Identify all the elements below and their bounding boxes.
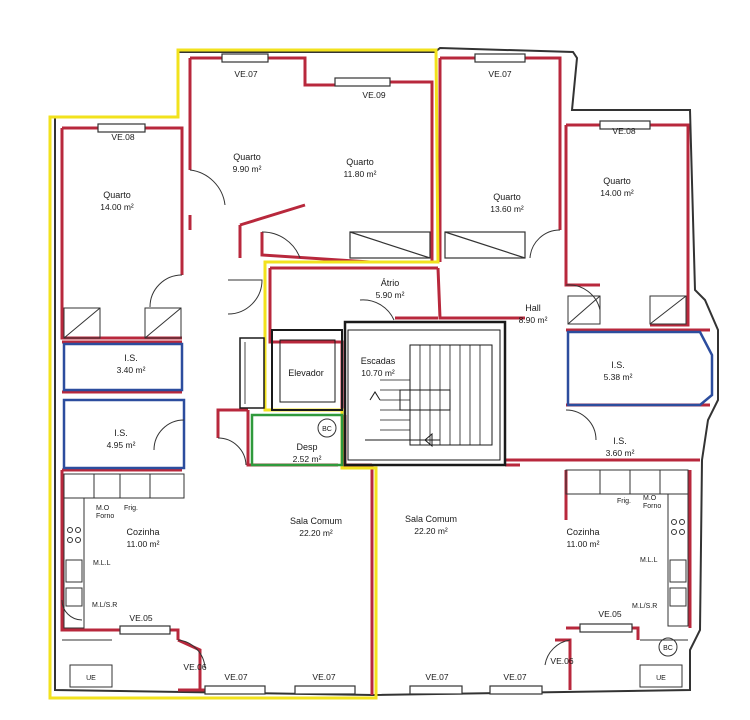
room-is-360-area: 3.60 m² — [606, 448, 635, 458]
room-is-495-area: 4.95 m² — [107, 440, 136, 450]
room-is-340-area: 3.40 m² — [117, 365, 146, 375]
room-quarto-1360-area: 13.60 m² — [490, 204, 524, 214]
fixture-mo-left: M.O — [96, 505, 110, 512]
room-quarto-990-area: 9.90 m² — [233, 164, 262, 174]
room-labels: Quarto 14.00 m² Quarto 9.90 m² Quarto 11… — [100, 152, 634, 549]
room-quarto-right-label: Quarto — [603, 176, 631, 186]
fixture-mll-right: M.L.L — [640, 557, 658, 564]
window-label-ve09: VE.09 — [362, 90, 385, 100]
fixture-bc-right: BC — [663, 645, 673, 652]
room-hall-area: 8.90 m² — [519, 315, 548, 325]
room-desp-label: Desp — [296, 442, 317, 452]
fixture-ue-left: UE — [86, 675, 96, 682]
room-cozinha-right-area: 11.00 m² — [567, 539, 600, 549]
fixture-mll-left: M.L.L — [93, 560, 111, 567]
room-quarto-1180-label: Quarto — [346, 157, 374, 167]
apartment-outline — [48, 48, 440, 700]
window-label-ve05-right: VE.05 — [598, 609, 621, 619]
window-label-ve07-bottom-3: VE.07 — [425, 672, 448, 682]
desp-outline — [250, 413, 344, 467]
room-atrio-label: Átrio — [381, 278, 400, 288]
fixture-forno-right: Forno — [643, 503, 661, 510]
room-quarto-1180-area: 11.80 m² — [344, 169, 377, 179]
window-label-ve08-left: VE.08 — [111, 132, 134, 142]
fixture-forno-left: Forno — [96, 513, 114, 520]
fixture-frig-right: Frig. — [617, 498, 631, 505]
window-label-ve07-bottom-4: VE.07 — [503, 672, 526, 682]
window-label-ve06-left: VE.06 — [183, 662, 206, 672]
room-is-360-label: I.S. — [613, 436, 627, 446]
stair-core — [343, 320, 507, 467]
fixture-mlsr-right: M.L/S.R — [632, 603, 657, 610]
room-cozinha-right-label: Cozinha — [566, 527, 599, 537]
fixture-ue-right: UE — [656, 675, 666, 682]
room-hall-label: Hall — [525, 303, 541, 313]
fixture-bc-desp: BC — [322, 426, 332, 433]
window-label-ve08-right: VE.08 — [612, 126, 635, 136]
window-label-ve07-bottom-1: VE.07 — [224, 672, 247, 682]
room-desp-area: 2.52 m² — [293, 454, 322, 464]
window-label-ve07-bottom-2: VE.07 — [312, 672, 335, 682]
window-label-ve06-right: VE.06 — [550, 656, 573, 666]
room-is-538-label: I.S. — [611, 360, 625, 370]
room-is-538-area: 5.38 m² — [604, 372, 633, 382]
room-quarto-990-label: Quarto — [233, 152, 261, 162]
room-sala-right-label: Sala Comum — [405, 514, 457, 524]
room-quarto-left-area: 14.00 m² — [100, 202, 134, 212]
fixture-mo-right: M.O — [643, 495, 657, 502]
room-escadas-area: 10.70 m² — [361, 368, 395, 378]
room-atrio-area: 5.90 m² — [376, 290, 405, 300]
fixture-frig-left: Frig. — [124, 505, 138, 512]
room-cozinha-left-label: Cozinha — [126, 527, 159, 537]
elevator-shaft — [239, 329, 343, 411]
room-sala-left-area: 22.20 m² — [299, 528, 333, 538]
room-quarto-1360-label: Quarto — [493, 192, 521, 202]
window-label-ve05-left: VE.05 — [129, 613, 152, 623]
room-is-340-label: I.S. — [124, 353, 138, 363]
fixture-mlsr-left: M.L/S.R — [92, 602, 117, 609]
window-labels: VE.07 VE.09 VE.08 VE.07 VE.08 VE.05 VE.0… — [111, 69, 635, 682]
wc-outlines — [62, 330, 714, 470]
room-escadas-label: Escadas — [361, 356, 396, 366]
window-label-ve07-top-left: VE.07 — [234, 69, 257, 79]
kitchen-fixtures — [62, 295, 689, 688]
window-label-ve07-top-right: VE.07 — [488, 69, 511, 79]
fixture-labels: BC BC UE UE M.O Forno Frig. M.L.L M.L/S.… — [86, 426, 673, 682]
room-quarto-left-label: Quarto — [103, 190, 131, 200]
room-sala-left-label: Sala Comum — [290, 516, 342, 526]
room-sala-right-area: 22.20 m² — [414, 526, 448, 536]
door-swings — [61, 169, 601, 669]
room-is-495-label: I.S. — [114, 428, 128, 438]
window-bars — [97, 53, 651, 695]
room-quarto-right-area: 14.00 m² — [600, 188, 634, 198]
room-elevador-label: Elevador — [288, 368, 324, 378]
room-cozinha-left-area: 11.00 m² — [127, 539, 160, 549]
